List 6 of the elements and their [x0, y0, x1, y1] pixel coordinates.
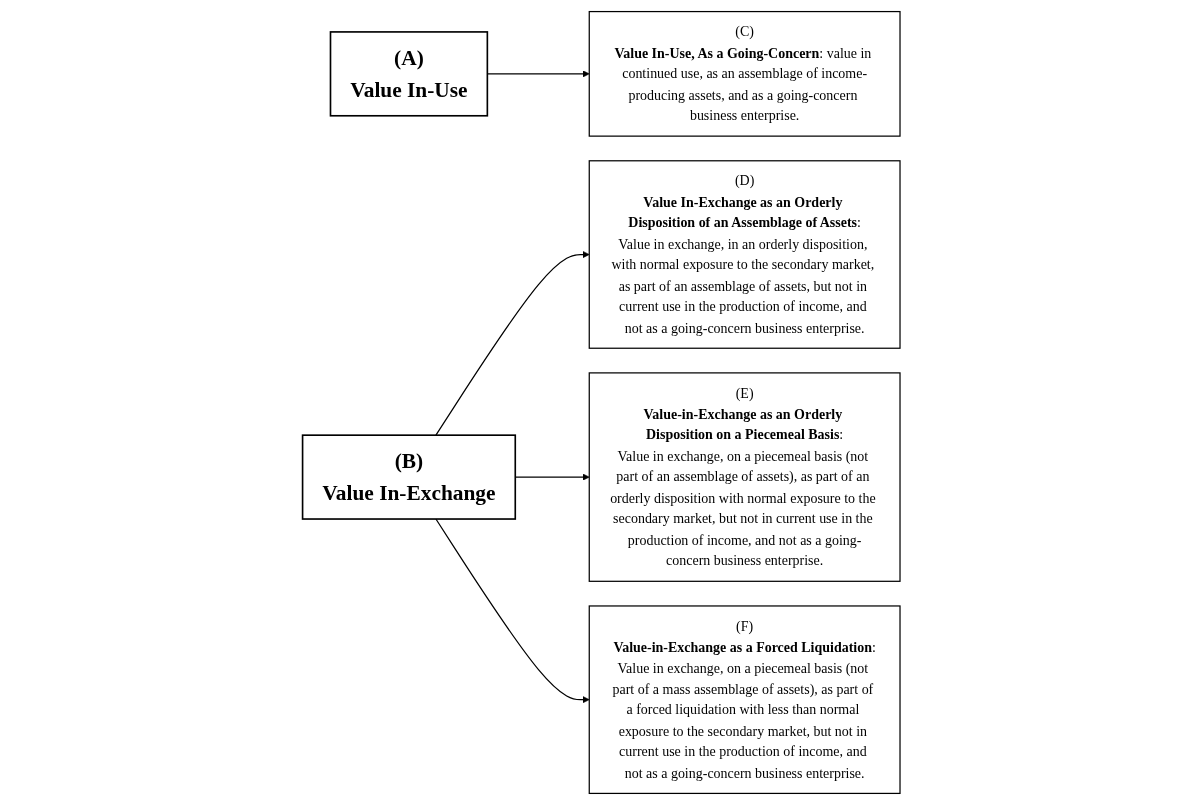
node-box: (C) Value In-Use, As a Going-Concern: value in continued use, as an assemblage of income-producing assets, and as a going-concern business enterprise. [588, 10, 901, 137]
node-box: (D) Value In-Exchange as an Orderly Disposition of an Assemblage of Assets: Value in exchange, in an orderly disposition, with normal exposure to the secondary market, as part of an assemblage of assets, but not in current use in the production of income, and not as a going-concern business enterprise. [588, 159, 901, 349]
node-box: (F) Value-in-Exchange as a Forced Liquidation: Value in exchange, on a piecemeal basis (not part of a mass assemblage of assets), as part of a forced liquidation with less than normal exposure to the secondary market, but not in current use in the production of income, and not as a going-concern business enterprise. [588, 604, 901, 794]
node-box: (B) Value In-Exchange [301, 433, 516, 520]
node-box: (E) Value-in-Exchange as an Orderly Disposition on a Piecemeal Basis: Value in exchange, on a piecemeal basis (not part of an assemblage of assets), as part of an orderly disposition with normal exposure to the secondary market, but not in current use in the production of income, and not as a going-concern business enterprise. [588, 371, 901, 582]
node-box: (A) Value In-Use [329, 30, 488, 117]
